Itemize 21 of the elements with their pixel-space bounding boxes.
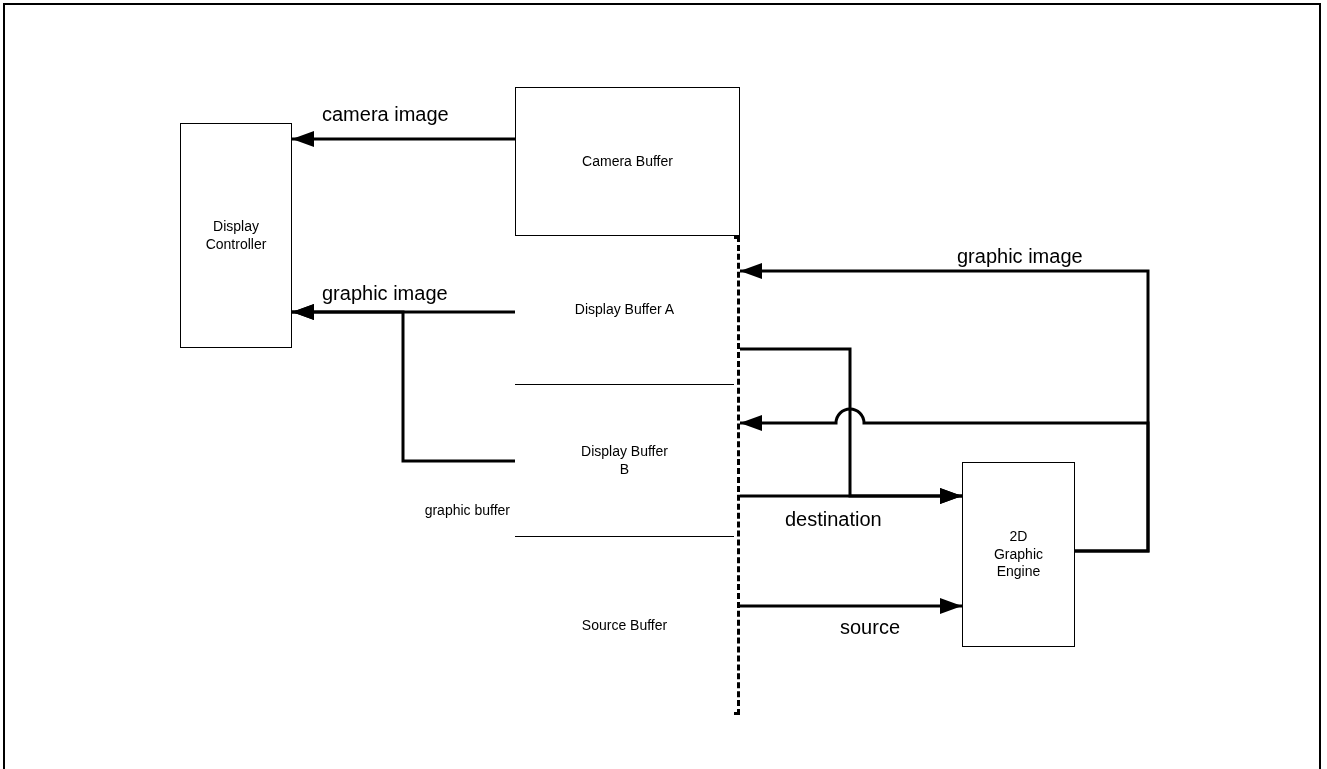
arrow <box>740 407 1150 553</box>
box-label: Display Controller <box>204 218 268 253</box>
buffer-box <box>180 123 292 348</box>
buffer-box <box>515 384 734 536</box>
edge-label: graphic image <box>955 246 1085 266</box>
arrow <box>292 131 515 147</box>
box-label: Display Buffer A <box>574 301 675 319</box>
arrow <box>292 304 515 463</box>
arrow <box>740 598 962 614</box>
box-label: Camera Buffer <box>582 152 673 171</box>
box-label: 2D Graphic Engine <box>993 528 1044 581</box>
box-label: Display Buffer B <box>580 443 669 478</box>
arrow <box>740 488 962 504</box>
group-label: graphic buffer <box>424 502 510 518</box>
edge-label: graphic image <box>320 283 450 303</box>
buffer-box <box>515 87 740 236</box>
buffer-box <box>962 462 1075 647</box>
box-label: Source Buffer <box>581 617 668 635</box>
buffer-box <box>515 236 734 384</box>
edge-label: destination <box>783 509 884 529</box>
edge-label: camera image <box>320 104 451 124</box>
